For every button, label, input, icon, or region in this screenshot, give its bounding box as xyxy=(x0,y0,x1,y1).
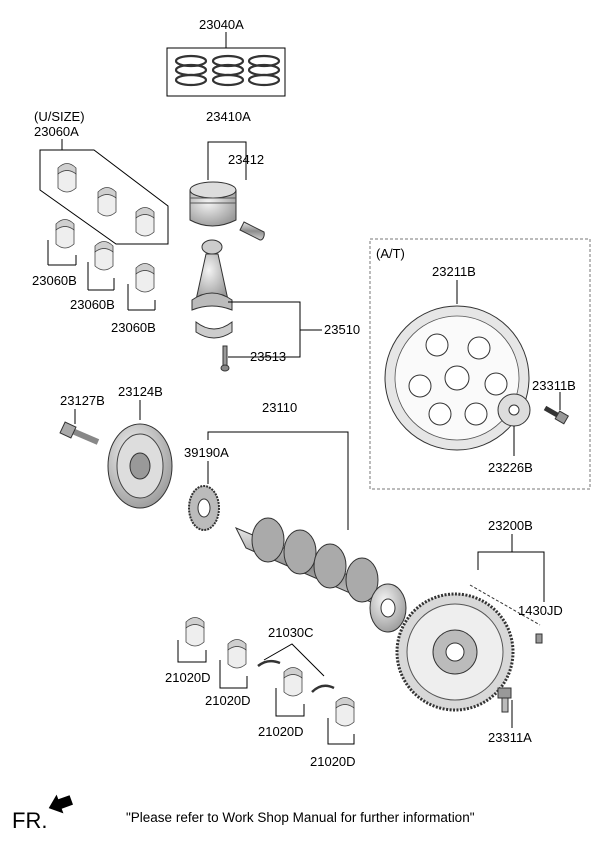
crank-bearing-21020D-2 xyxy=(219,639,248,689)
crankshaft-pulley xyxy=(107,423,173,509)
label-23200B: 23200B xyxy=(488,518,533,533)
label-23060A: 23060A xyxy=(34,124,79,139)
label-23040A: 23040A xyxy=(199,17,244,32)
connecting-rod xyxy=(191,239,233,339)
label-21020D-1: 21020D xyxy=(165,670,211,685)
label-23211B: 23211B xyxy=(432,264,476,279)
crank-bearing-21020D-1 xyxy=(177,617,207,663)
label-23060B-2: 23060B xyxy=(70,297,115,312)
label-21020D-2: 21020D xyxy=(205,693,251,708)
label-23510: 23510 xyxy=(324,322,360,337)
front-arrow-icon xyxy=(48,794,73,814)
label-23124B: 23124B xyxy=(118,384,163,399)
label-23412: 23412 xyxy=(228,152,264,167)
label-23226B: 23226B xyxy=(488,460,533,475)
main-bearing-23060B xyxy=(47,219,156,311)
label-23060B-3: 23060B xyxy=(111,320,156,335)
crank-bearing-21020D-4 xyxy=(327,697,355,745)
rod-bolt xyxy=(220,345,230,372)
thrust-washers xyxy=(257,659,335,693)
label-23311A: 23311A xyxy=(488,730,532,745)
drive-plate xyxy=(384,305,530,451)
flywheel xyxy=(395,592,515,712)
flywheel-bolt xyxy=(497,687,512,713)
label-23060B-1: 23060B xyxy=(32,273,77,288)
piston xyxy=(189,181,237,227)
label-23127B: 23127B xyxy=(60,393,105,408)
crankshaft-sprocket xyxy=(188,485,220,531)
drive-plate-bolt xyxy=(543,405,570,425)
piston-ring-set xyxy=(166,32,286,97)
label-21020D-4: 21020D xyxy=(310,754,356,769)
crankshaft xyxy=(234,517,407,633)
label-usize: (U/SIZE) xyxy=(34,109,85,124)
dowel-pin xyxy=(535,633,543,644)
crank-bearing-21020D-3 xyxy=(275,667,305,717)
label-21030C: 21030C xyxy=(268,625,314,640)
piston-pin xyxy=(239,221,265,241)
label-23311B: 23311B xyxy=(532,378,576,393)
label-at: (A/T) xyxy=(376,246,405,261)
label-21020D-3: 21020D xyxy=(258,724,304,739)
label-39190A: 39190A xyxy=(184,445,229,460)
label-23110: 23110 xyxy=(262,400,297,415)
label-1430JD: 1430JD xyxy=(518,603,563,618)
label-23513: 23513 xyxy=(250,349,286,364)
at-box xyxy=(369,238,591,490)
adapter-plate xyxy=(497,393,531,427)
pulley-bolt xyxy=(59,421,100,445)
bearing-set-outline xyxy=(39,149,169,245)
label-23410A: 23410A xyxy=(206,109,251,124)
